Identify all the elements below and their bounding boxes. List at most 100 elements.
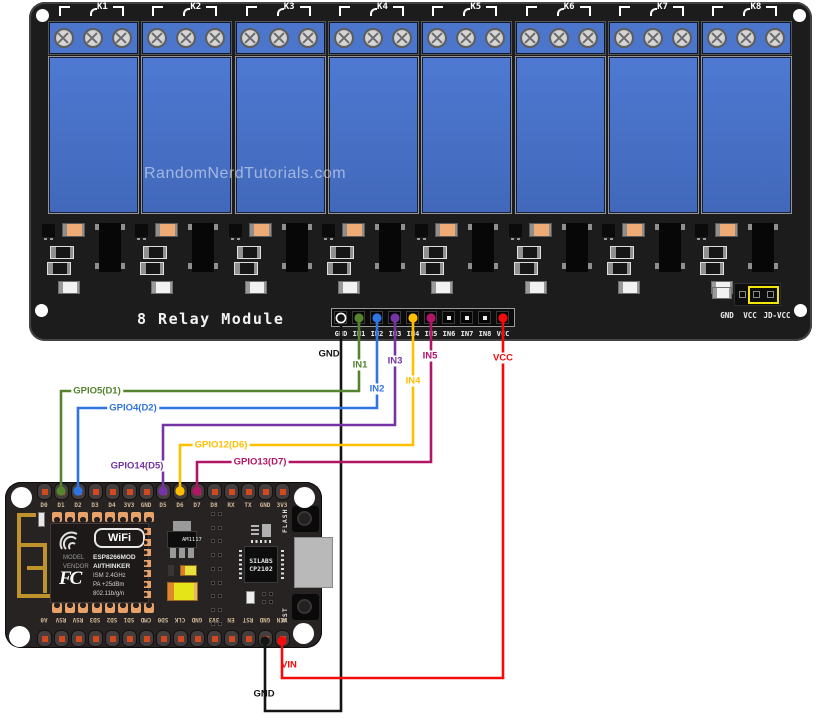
via-hole xyxy=(262,592,266,596)
relay-label-bracket xyxy=(743,8,751,16)
bottom-pin-a0-0 xyxy=(36,630,52,647)
header-pin-in2 xyxy=(370,311,383,324)
component-pad xyxy=(398,224,406,230)
regulator-leg xyxy=(179,548,185,558)
castellation-pad xyxy=(91,603,102,613)
pin-hole xyxy=(177,489,184,495)
pin-hole xyxy=(245,489,252,495)
bottom-pin-3v3-10 xyxy=(206,630,222,647)
transistor-pad xyxy=(324,238,328,240)
terminal-bracket-left xyxy=(152,6,164,16)
relay-label: K7 xyxy=(657,2,668,12)
top-pin-3v3-5 xyxy=(121,483,137,500)
relay-channel-k6: K6 xyxy=(508,0,605,341)
terminal-screw xyxy=(671,28,692,48)
pin-hole xyxy=(58,636,65,642)
terminal-screw xyxy=(333,28,354,48)
top-pin-d8-10 xyxy=(206,483,222,500)
castellation-pad xyxy=(144,528,151,535)
resistor xyxy=(236,246,261,259)
resistor xyxy=(47,262,71,275)
mounting-hole xyxy=(793,303,807,317)
mounting-hole xyxy=(8,625,30,647)
terminal-screw xyxy=(764,28,785,48)
transistor-pad xyxy=(604,238,608,240)
bottom-pin-label: VIN xyxy=(276,616,288,623)
pin-hole xyxy=(126,636,133,642)
usb-connector xyxy=(294,537,333,588)
header-pin-in6 xyxy=(442,311,455,324)
header-pin-in5 xyxy=(424,311,437,324)
transistor-pad xyxy=(423,238,427,240)
flash-button-label: FLASH xyxy=(281,508,289,533)
component-pad xyxy=(375,263,383,269)
resistor xyxy=(233,262,258,275)
model-value: ESP8266MOD xyxy=(93,554,136,561)
relay-k6 xyxy=(515,57,605,213)
capacitor xyxy=(715,223,739,237)
relay-label: K1 xyxy=(97,2,108,12)
led-small xyxy=(180,565,197,576)
chip-line1: SILABS xyxy=(249,557,273,565)
via-hole xyxy=(211,594,215,599)
top-pin-label: D6 xyxy=(176,502,184,509)
component-pad xyxy=(375,224,383,230)
chip-pads-top xyxy=(251,540,273,543)
component-pad xyxy=(584,263,592,269)
resistor xyxy=(607,262,632,275)
component-pad xyxy=(748,263,756,269)
relay-k1 xyxy=(49,57,138,213)
mounting-hole xyxy=(792,8,806,22)
transistor xyxy=(602,224,616,237)
wire-label-gnd: GND xyxy=(253,688,275,700)
terminal-screw xyxy=(455,28,476,48)
bottom-pin-rst-12 xyxy=(240,630,256,647)
top-pin-label: D4 xyxy=(108,502,116,509)
top-pin-label: D1 xyxy=(57,502,65,509)
transistor xyxy=(322,224,336,237)
wire-label-in3: IN3 xyxy=(385,355,405,367)
jumper-cap xyxy=(748,286,779,304)
wire-label-gpio12d6: GPIO12(D6) xyxy=(192,439,250,451)
component-pad xyxy=(678,263,686,269)
via-hole xyxy=(211,512,215,516)
led-large xyxy=(167,582,198,601)
resistor xyxy=(50,246,74,259)
component-pad xyxy=(771,263,779,269)
castellation-pad xyxy=(144,538,151,546)
component-pad xyxy=(491,224,499,230)
status-led xyxy=(618,281,641,294)
pin-hole xyxy=(262,489,269,495)
top-pin-label: D0 xyxy=(40,502,48,509)
transistor-pad xyxy=(44,238,47,240)
component-pad xyxy=(655,263,663,269)
control-pin-header xyxy=(331,308,515,327)
pcb-antenna xyxy=(17,513,52,598)
pin-hole xyxy=(75,489,82,495)
jumper-label-gnd: GND xyxy=(720,311,734,320)
wire-label-in1: IN1 xyxy=(350,359,370,371)
component-pad xyxy=(398,263,406,269)
top-pin-3v3-14 xyxy=(274,483,290,500)
terminal-screw xyxy=(240,28,261,48)
open-pin-contact xyxy=(483,316,487,320)
spec-802: 802.11b/g/n xyxy=(93,591,125,597)
transistor-pad xyxy=(230,238,234,240)
driver-component xyxy=(285,223,308,272)
terminal-bracket-right xyxy=(579,6,591,16)
relay-label-bracket xyxy=(463,8,471,16)
via-hole xyxy=(218,525,222,530)
relay-label-bracket xyxy=(276,8,284,16)
spec-pa: PA +25dBm xyxy=(93,582,125,588)
transistor xyxy=(695,224,709,237)
pin-hole xyxy=(160,636,167,642)
resistor xyxy=(143,246,168,259)
resistor xyxy=(610,246,635,259)
castellation-pad xyxy=(52,512,62,522)
bottom-pin-sd1-5 xyxy=(121,630,137,647)
wire-label-vin: VIN xyxy=(281,659,297,671)
via-hole xyxy=(211,553,215,558)
component-pad xyxy=(304,224,312,230)
via-hole xyxy=(211,580,215,585)
